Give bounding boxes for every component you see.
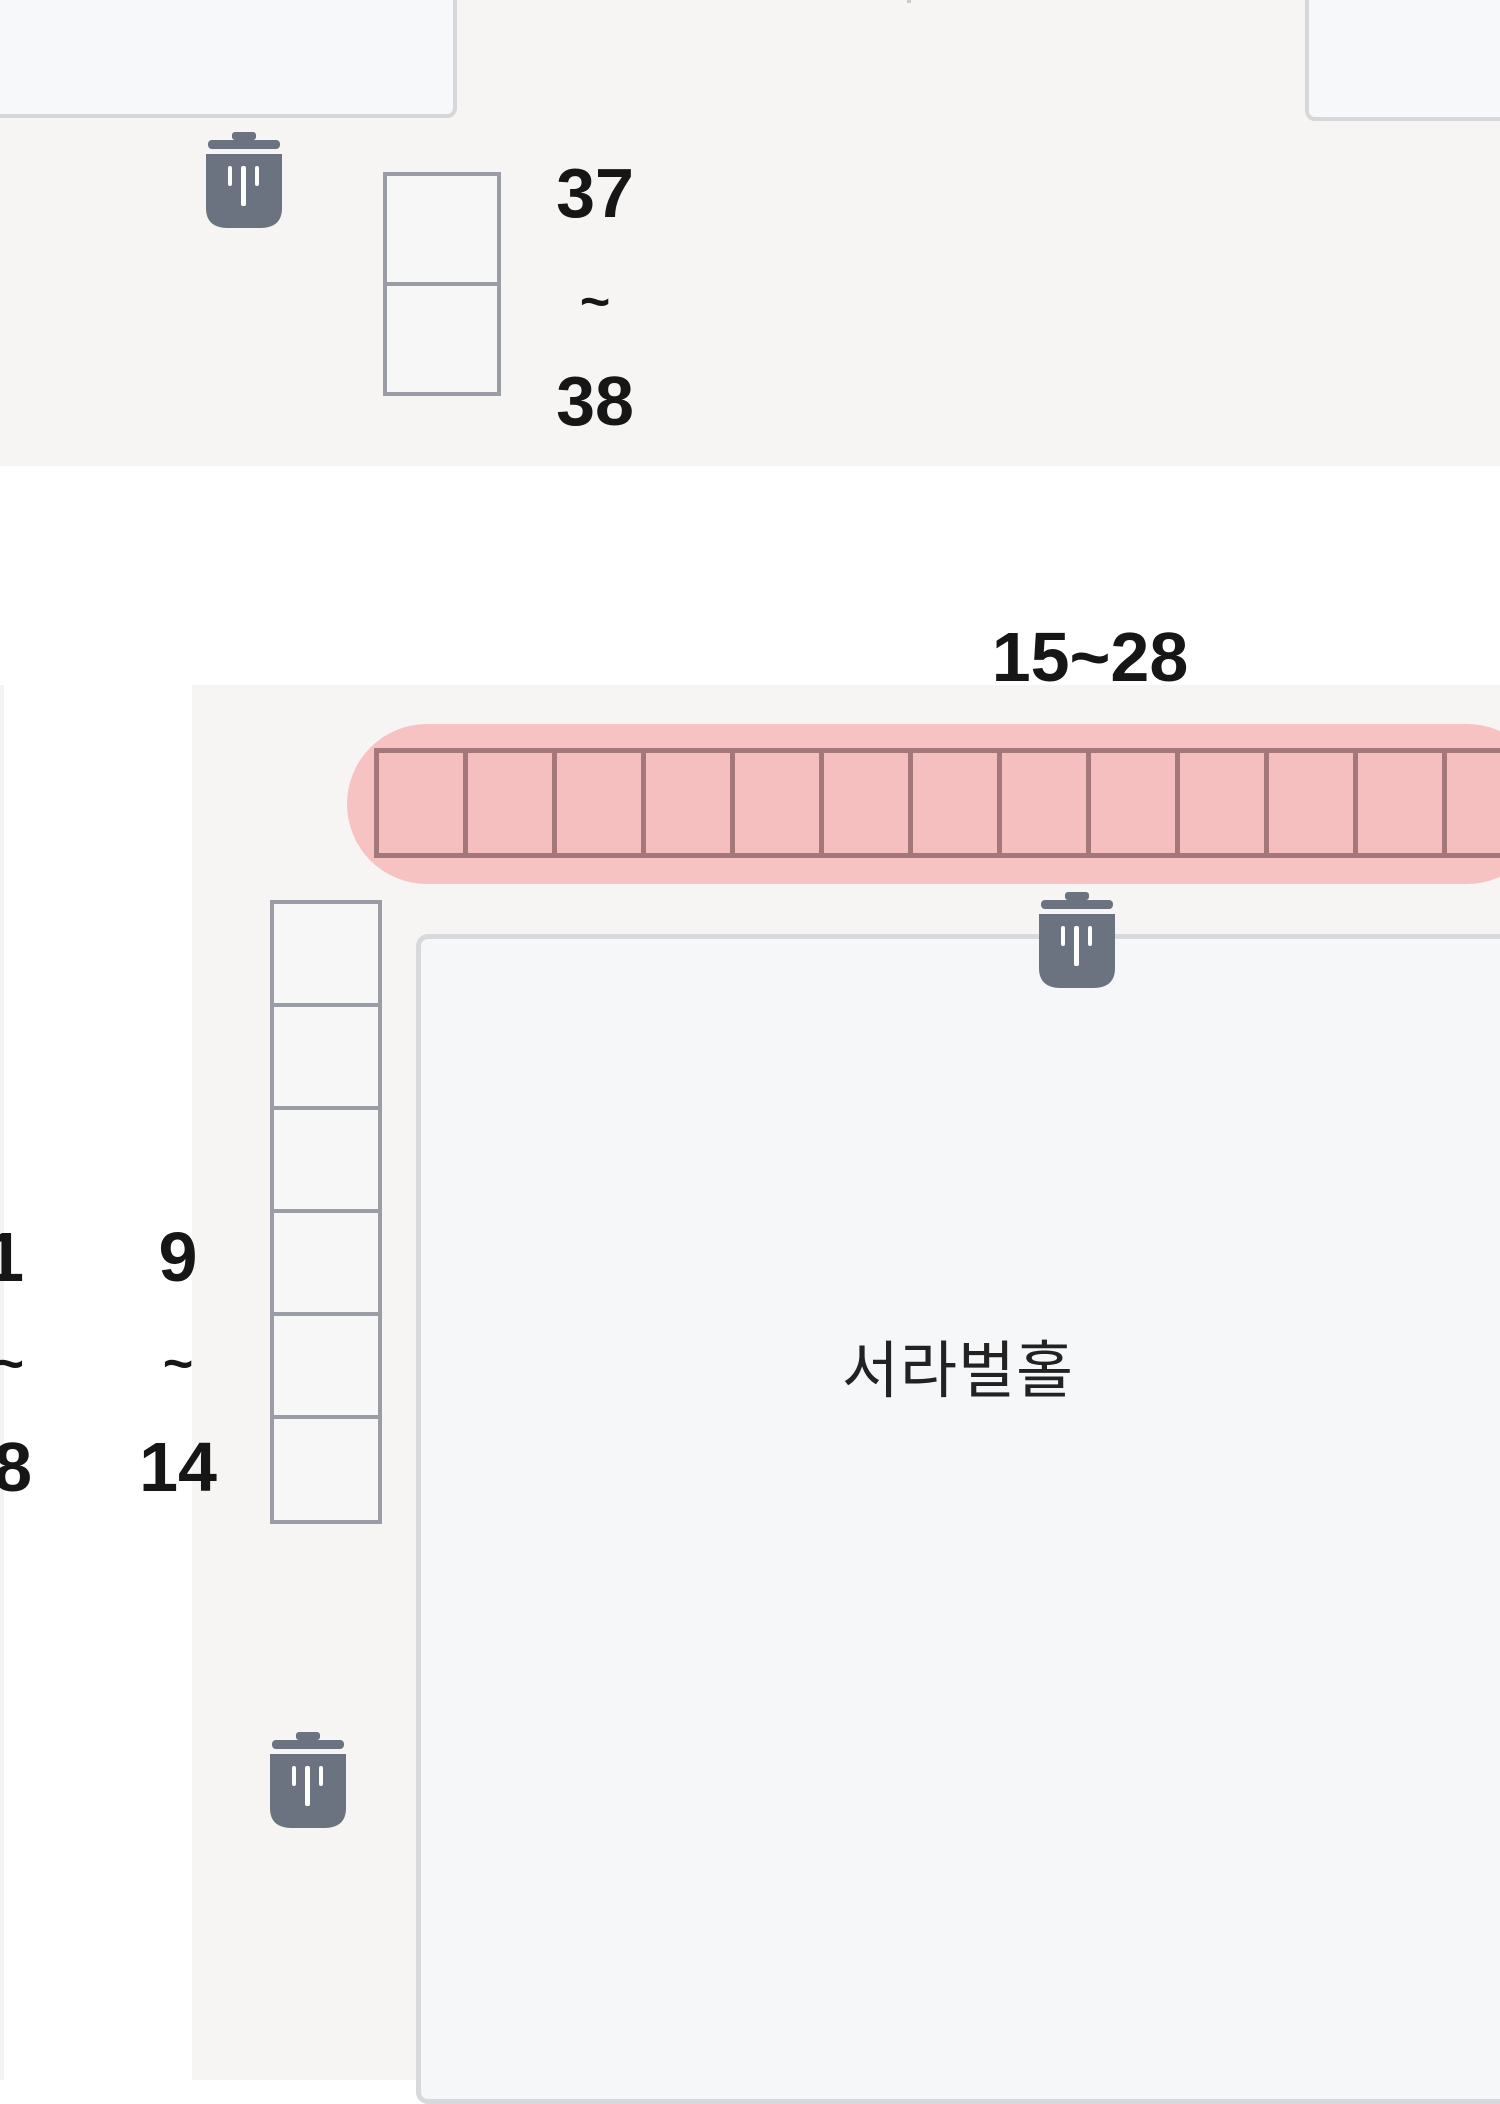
locker-cell[interactable] xyxy=(1002,753,1091,853)
trash-bin-icon xyxy=(206,132,282,228)
locker-cell[interactable] xyxy=(824,753,913,853)
hall-label: 서라벌홀 xyxy=(841,1334,1075,1407)
locker-cell[interactable] xyxy=(646,753,735,853)
locker-range-start: 9 xyxy=(158,1218,198,1296)
locker-range-separator: ~ xyxy=(0,1335,24,1393)
locker-column-37-38[interactable] xyxy=(383,172,501,396)
room-top-right xyxy=(1305,0,1500,121)
locker-cell[interactable] xyxy=(1091,753,1180,853)
locker-cell[interactable] xyxy=(274,1007,378,1110)
locker-range-end: 8 xyxy=(0,1428,32,1506)
locker-cell[interactable] xyxy=(1447,753,1500,853)
locker-range-end: 14 xyxy=(139,1428,217,1506)
divider-mark xyxy=(907,0,911,3)
locker-cell[interactable] xyxy=(274,904,378,1007)
locker-range-start: 1 xyxy=(0,1218,24,1296)
trash-bin-icon xyxy=(1039,892,1115,988)
left-area-edge xyxy=(0,685,4,2080)
locker-cell[interactable] xyxy=(1358,753,1447,853)
trash-bin-icon xyxy=(270,1732,346,1828)
locker-range-label-15-28: 15~28 xyxy=(991,618,1189,696)
hall-room[interactable] xyxy=(416,934,1500,2104)
locker-range-end: 38 xyxy=(556,362,634,440)
locker-cell[interactable] xyxy=(1269,753,1358,853)
locker-cell[interactable] xyxy=(387,286,497,396)
locker-cell[interactable] xyxy=(387,176,497,286)
locker-cell[interactable] xyxy=(557,753,646,853)
locker-cell[interactable] xyxy=(274,1110,378,1213)
locker-cell[interactable] xyxy=(913,753,1002,853)
locker-range-separator: ~ xyxy=(162,1335,194,1393)
locker-range-separator: ~ xyxy=(579,273,611,331)
locker-cell[interactable] xyxy=(274,1419,378,1522)
locker-range-start: 37 xyxy=(556,154,634,232)
locker-cell[interactable] xyxy=(274,1213,378,1316)
locker-cell[interactable] xyxy=(468,753,557,853)
locker-row-15-28[interactable] xyxy=(374,748,1500,858)
locker-cell[interactable] xyxy=(379,753,468,853)
locker-column-9-14[interactable] xyxy=(270,900,382,1524)
locker-cell[interactable] xyxy=(1180,753,1269,853)
locker-cell[interactable] xyxy=(274,1316,378,1419)
locker-cell[interactable] xyxy=(735,753,824,853)
room-top-left xyxy=(0,0,457,118)
